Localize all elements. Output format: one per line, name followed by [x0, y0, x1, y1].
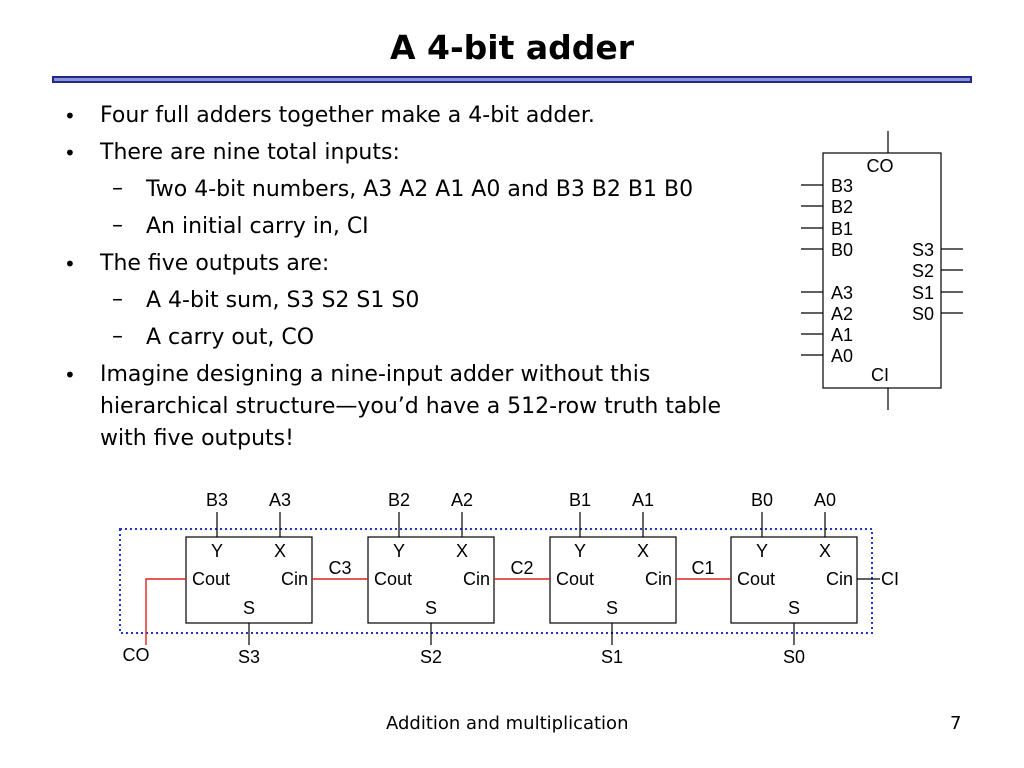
- block-a0-label: A0: [831, 346, 853, 366]
- cin-port-label: Cin: [281, 569, 308, 589]
- block-b0-label: B0: [831, 240, 853, 260]
- b-input-label: B0: [751, 490, 773, 510]
- bullet-item: •Four full adders together make a 4-bit …: [62, 100, 742, 132]
- y-port-label: Y: [211, 541, 223, 561]
- bullet-dot-icon: •: [64, 141, 76, 165]
- a-input-label: A3: [269, 490, 291, 510]
- footer-title: Addition and multiplication: [386, 713, 629, 734]
- s-port-label: S: [606, 598, 618, 618]
- block-b1-label: B1: [831, 219, 853, 239]
- sub-bullet-item: –A 4-bit sum, S3 S2 S1 S0: [62, 285, 742, 317]
- block-a1-label: A1: [831, 325, 853, 345]
- bullet-dot-icon: •: [64, 363, 76, 387]
- block-a3-label: A3: [831, 283, 853, 303]
- full-adder-box: [185, 536, 313, 624]
- page-title: A 4-bit adder: [389, 28, 635, 67]
- sub-bullet-item: –Two 4-bit numbers, A3 A2 A1 A0 and B3 B…: [62, 174, 742, 206]
- full-adder-cell: B3 A3 Y X Cout Cin S S3: [185, 490, 313, 667]
- a-input-label: A0: [814, 490, 836, 510]
- bullet-item: •There are nine total inputs:: [62, 137, 742, 169]
- dotted-boundary: [119, 528, 873, 634]
- block-b3-label: B3: [831, 176, 853, 196]
- page-number: 7: [950, 713, 962, 734]
- block-s1-label: S1: [912, 283, 934, 303]
- block-b2-label: B2: [831, 197, 853, 217]
- x-port-label: X: [456, 541, 468, 561]
- x-port-label: X: [637, 541, 649, 561]
- carry-in-label: CI: [881, 569, 899, 589]
- bullet-item: •Imagine designing a nine-input adder wi…: [62, 359, 740, 455]
- y-port-label: Y: [393, 541, 405, 561]
- block-ci-label: CI: [871, 365, 889, 385]
- b-input-label: B3: [206, 490, 228, 510]
- b-input-label: B2: [388, 490, 410, 510]
- cout-port-label: Cout: [374, 569, 412, 589]
- carry-label-c2: C2: [510, 558, 533, 578]
- full-adder-box: [549, 536, 677, 624]
- cin-port-label: Cin: [826, 569, 853, 589]
- block-body: [822, 152, 942, 389]
- s-port-label: S: [425, 598, 437, 618]
- s-port-label: S: [243, 598, 255, 618]
- block-s3-label: S3: [912, 240, 934, 260]
- s-port-label: S: [788, 598, 800, 618]
- cout-port-label: Cout: [556, 569, 594, 589]
- full-adder-cell: B2 A2 Y X Cout Cin S S2: [367, 490, 495, 667]
- cin-port-label: Cin: [463, 569, 490, 589]
- full-adder-box: [730, 536, 858, 624]
- sum-output-label: S0: [783, 647, 805, 667]
- dash-icon: –: [112, 287, 123, 312]
- carry-out-wire: [145, 578, 186, 645]
- carry-label-c3: C3: [328, 558, 351, 578]
- bullet-item: •The five outputs are:: [62, 248, 742, 280]
- y-port-label: Y: [756, 541, 768, 561]
- bullet-dot-icon: •: [64, 104, 76, 128]
- bullet-dot-icon: •: [64, 252, 76, 276]
- block-a2-label: A2: [831, 304, 853, 324]
- carry-label-c1: C1: [691, 558, 714, 578]
- a-input-label: A2: [451, 490, 473, 510]
- b-input-label: B1: [569, 490, 591, 510]
- ripple-carry-chain: B3 A3 Y X Cout Cin S S3 B2 A2 Y X Cout C…: [119, 490, 899, 667]
- full-adder-cell: B1 A1 Y X Cout Cin S S1: [549, 490, 677, 667]
- title-rule: [52, 76, 972, 83]
- dash-icon: –: [112, 213, 123, 238]
- bullet-list: •Four full adders together make a 4-bit …: [62, 100, 742, 460]
- x-port-label: X: [274, 541, 286, 561]
- sub-bullet-item: –An initial carry in, CI: [62, 211, 742, 243]
- sum-output-label: S3: [238, 647, 260, 667]
- adder-block-symbol: CO CI B3 B2 B1 B0 A3 A2 A1 A0 S3 S2 S1 S…: [801, 131, 963, 410]
- y-port-label: Y: [574, 541, 586, 561]
- x-port-label: X: [819, 541, 831, 561]
- full-adder-cell: B0 A0 Y X Cout Cin S S0: [730, 490, 858, 667]
- cout-port-label: Cout: [737, 569, 775, 589]
- block-co-label: CO: [867, 156, 894, 176]
- block-s0-label: S0: [912, 304, 934, 324]
- sub-bullet-item: –A carry out, CO: [62, 322, 742, 354]
- sum-output-label: S2: [420, 647, 442, 667]
- sum-output-label: S1: [601, 647, 623, 667]
- dash-icon: –: [112, 324, 123, 349]
- carry-out-label: CO: [123, 645, 150, 665]
- a-input-label: A1: [632, 490, 654, 510]
- cin-port-label: Cin: [645, 569, 672, 589]
- dash-icon: –: [112, 176, 123, 201]
- block-s2-label: S2: [912, 261, 934, 281]
- cout-port-label: Cout: [192, 569, 230, 589]
